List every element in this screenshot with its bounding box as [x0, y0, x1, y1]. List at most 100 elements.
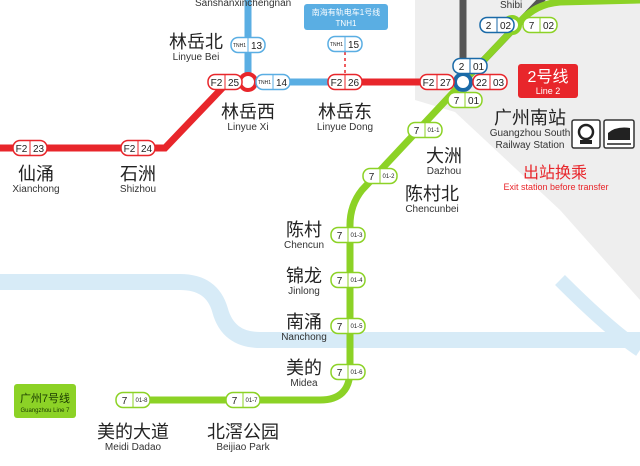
station-name-zh: 南涌 — [286, 312, 322, 332]
station-code: 02 — [500, 21, 512, 32]
railway-station-icon — [571, 119, 601, 149]
station-name-zh: 陈村 — [286, 220, 322, 240]
station-code-pill[interactable]: TNH1 15 — [327, 35, 363, 53]
line-code: F2 — [331, 78, 343, 89]
station-label-shibi: Shibi — [500, 0, 522, 11]
station-name-en: Guangzhou South — [490, 128, 571, 139]
station-name-en: Jinlong — [288, 286, 320, 297]
station-name-en: Linyue Bei — [173, 52, 220, 63]
station-name-en: Linyue Dong — [317, 122, 373, 133]
station-code: 02 — [543, 21, 555, 32]
station-name-zh: 林岳西 — [221, 102, 275, 122]
station-label-sanshan: Sanshanxinchengnan — [195, 0, 291, 9]
station-code-pill[interactable]: F2 24 — [120, 139, 156, 157]
station-code: 01-7 — [245, 398, 258, 404]
high-speed-train-icon — [603, 119, 635, 149]
line-2-badge-en: Line 2 — [536, 86, 561, 96]
station-code-pill[interactable]: F2 27 — [419, 73, 455, 91]
line-code: F2 — [16, 144, 28, 155]
line-code: 2 — [486, 21, 492, 32]
station-code-pill[interactable]: 7 02 — [522, 16, 558, 34]
station-name-zh: 北滘公园 — [207, 422, 279, 442]
line-code: 2 — [459, 62, 465, 73]
interchange-guangzhou-south[interactable] — [453, 72, 473, 92]
station-code: 01-5 — [350, 324, 363, 330]
river — [0, 274, 640, 348]
station-code: 01-6 — [350, 370, 363, 376]
station-name-zh: 美的 — [286, 358, 322, 378]
station-code-pill[interactable]: 2 02 — [479, 16, 515, 34]
station-code: 14 — [276, 78, 288, 89]
station-name-en: Chencunbei — [405, 204, 458, 215]
station-code-pill[interactable]: 7 01-7 — [225, 391, 261, 409]
line-code: 7 — [337, 368, 343, 379]
line-7-track — [120, 0, 640, 404]
station-name-zh: 广州南站 — [494, 108, 566, 128]
station-code-pill[interactable]: TNH1 14 — [255, 73, 291, 91]
line-code: TNH1 — [258, 80, 271, 86]
station-name-zh: 美的大道 — [97, 422, 169, 442]
station-name-en: Beijiao Park — [216, 442, 270, 453]
station-code-pill[interactable]: F2 23 — [12, 139, 48, 157]
station-code-pill[interactable]: 7 01-5 — [330, 317, 366, 335]
station-code-pill[interactable]: 2 01 — [452, 57, 488, 75]
station-code-pill[interactable]: F2 26 — [327, 73, 363, 91]
line-code: F2 — [423, 78, 435, 89]
station-code: 13 — [251, 41, 263, 52]
station-name-en: Shizhou — [120, 184, 156, 195]
station-code-pill[interactable]: 7 01-6 — [330, 363, 366, 381]
station-name-zh: 锦龙 — [286, 266, 322, 286]
line-7-badge: 广州7号线 Guangzhou Line 7 — [14, 384, 76, 418]
station-code: 01 — [468, 96, 480, 107]
station-code: 01-8 — [135, 398, 148, 404]
line-code: F2 — [211, 78, 223, 89]
station-name-zh: 大洲 — [426, 146, 462, 166]
line-code: 7 — [337, 322, 343, 333]
line-2-badge: 2号线 Line 2 — [518, 64, 578, 98]
line-code: F2 — [124, 144, 136, 155]
line-7-badge-en: Guangzhou Line 7 — [20, 408, 70, 414]
station-name-zh: 石洲 — [120, 164, 156, 184]
station-name-en: Meidi Dadao — [105, 442, 162, 453]
station-code: 01 — [473, 62, 485, 73]
station-code: 27 — [440, 78, 452, 89]
line-code: 7 — [232, 396, 238, 407]
station-code: 24 — [141, 144, 153, 155]
line-code: 7 — [369, 172, 375, 183]
station-name-en: Nanchong — [281, 332, 327, 343]
station-code: 01-1 — [427, 128, 440, 134]
station-name-en: Dazhou — [427, 166, 461, 177]
station-code: 26 — [348, 78, 360, 89]
station-name-zh: 林岳北 — [169, 32, 223, 52]
line-code: 7 — [529, 21, 535, 32]
station-name-en: Xianchong — [12, 184, 59, 195]
line-code: 7 — [337, 276, 343, 287]
line-code: TNH1 — [330, 42, 343, 48]
station-code: 15 — [348, 40, 360, 51]
station-code: 23 — [33, 144, 45, 155]
